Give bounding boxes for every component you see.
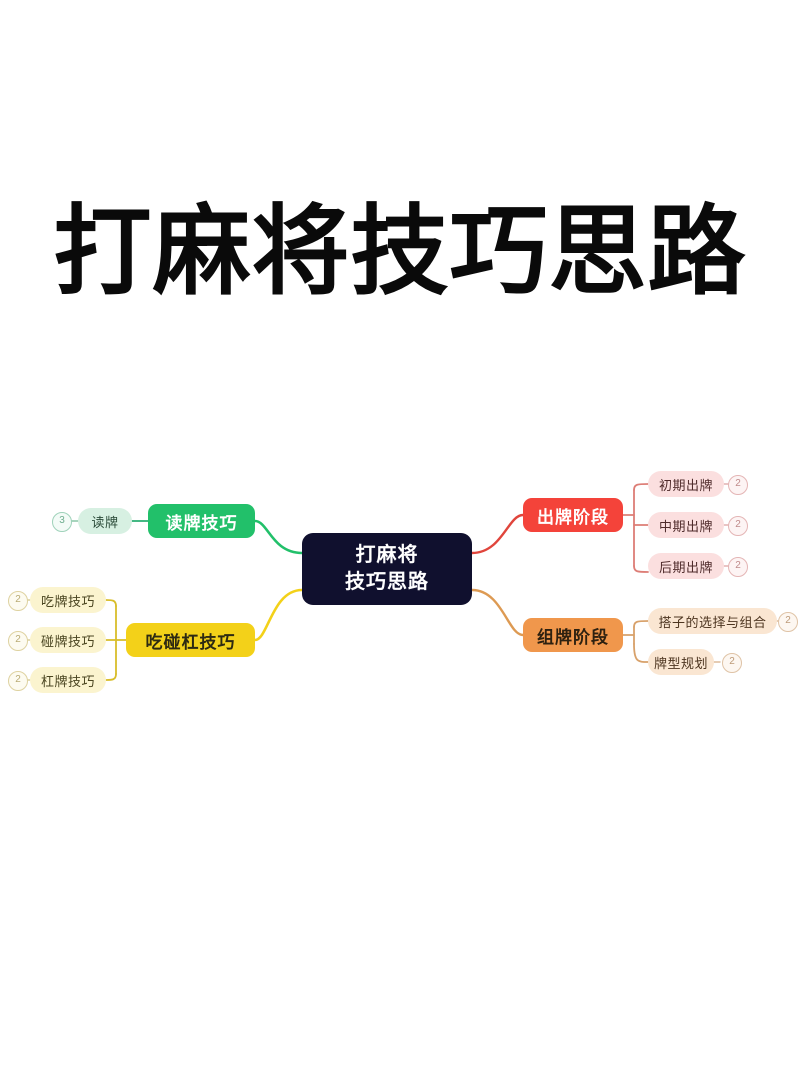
badge-late-play: 2 [728,557,748,577]
link-group-to-plan [633,643,649,663]
leaf-node-read[interactable]: 读牌 [78,508,132,534]
link-center-to-group [470,588,525,637]
link-meld-to-gang [105,673,117,681]
leaf-node-late-play[interactable]: 后期出牌 [648,553,724,579]
badge-plan: 2 [722,653,742,673]
leaf-node-mid-play[interactable]: 中期出牌 [648,512,724,538]
branch-node-read[interactable]: 读牌技巧 [148,504,255,538]
branch-node-meld[interactable]: 吃碰杠技巧 [126,623,255,657]
link-center-to-meld [253,588,304,642]
badge-mid-play: 2 [728,516,748,536]
branch-node-group[interactable]: 组牌阶段 [523,618,623,652]
branch-node-play[interactable]: 出牌阶段 [523,498,623,532]
leaf-node-plan[interactable]: 牌型规划 [648,649,714,675]
leaf-node-dazi[interactable]: 搭子的选择与组合 [648,608,777,634]
link-meld-to-chi [105,599,117,607]
badge-peng: 2 [8,631,28,651]
link-play-to-late [633,565,649,573]
mindmap-canvas: 打麻将 技巧思路 读牌技巧 读牌 3 吃碰杠技巧 吃牌技巧 碰牌技巧 杠牌技巧 … [0,440,800,710]
page-title: 打麻将技巧思路 [53,195,747,309]
link-center-to-read [253,519,304,555]
leaf-node-gang[interactable]: 杠牌技巧 [30,667,106,693]
leaf-node-peng[interactable]: 碰牌技巧 [30,627,106,653]
link-center-to-play [470,513,525,555]
badge-early-play: 2 [728,475,748,495]
leaf-node-early-play[interactable]: 初期出牌 [648,471,724,497]
center-node[interactable]: 打麻将 技巧思路 [302,533,472,605]
badge-chi: 2 [8,591,28,611]
badge-gang: 2 [8,671,28,691]
center-node-line1: 打麻将 [355,544,419,566]
leaf-node-chi[interactable]: 吃牌技巧 [30,587,106,613]
link-group-to-dazi [633,620,649,628]
center-node-line2: 技巧思路 [345,571,429,593]
badge-dazi: 2 [778,612,798,632]
badge-read: 3 [52,512,72,532]
link-play-to-early [633,483,649,491]
